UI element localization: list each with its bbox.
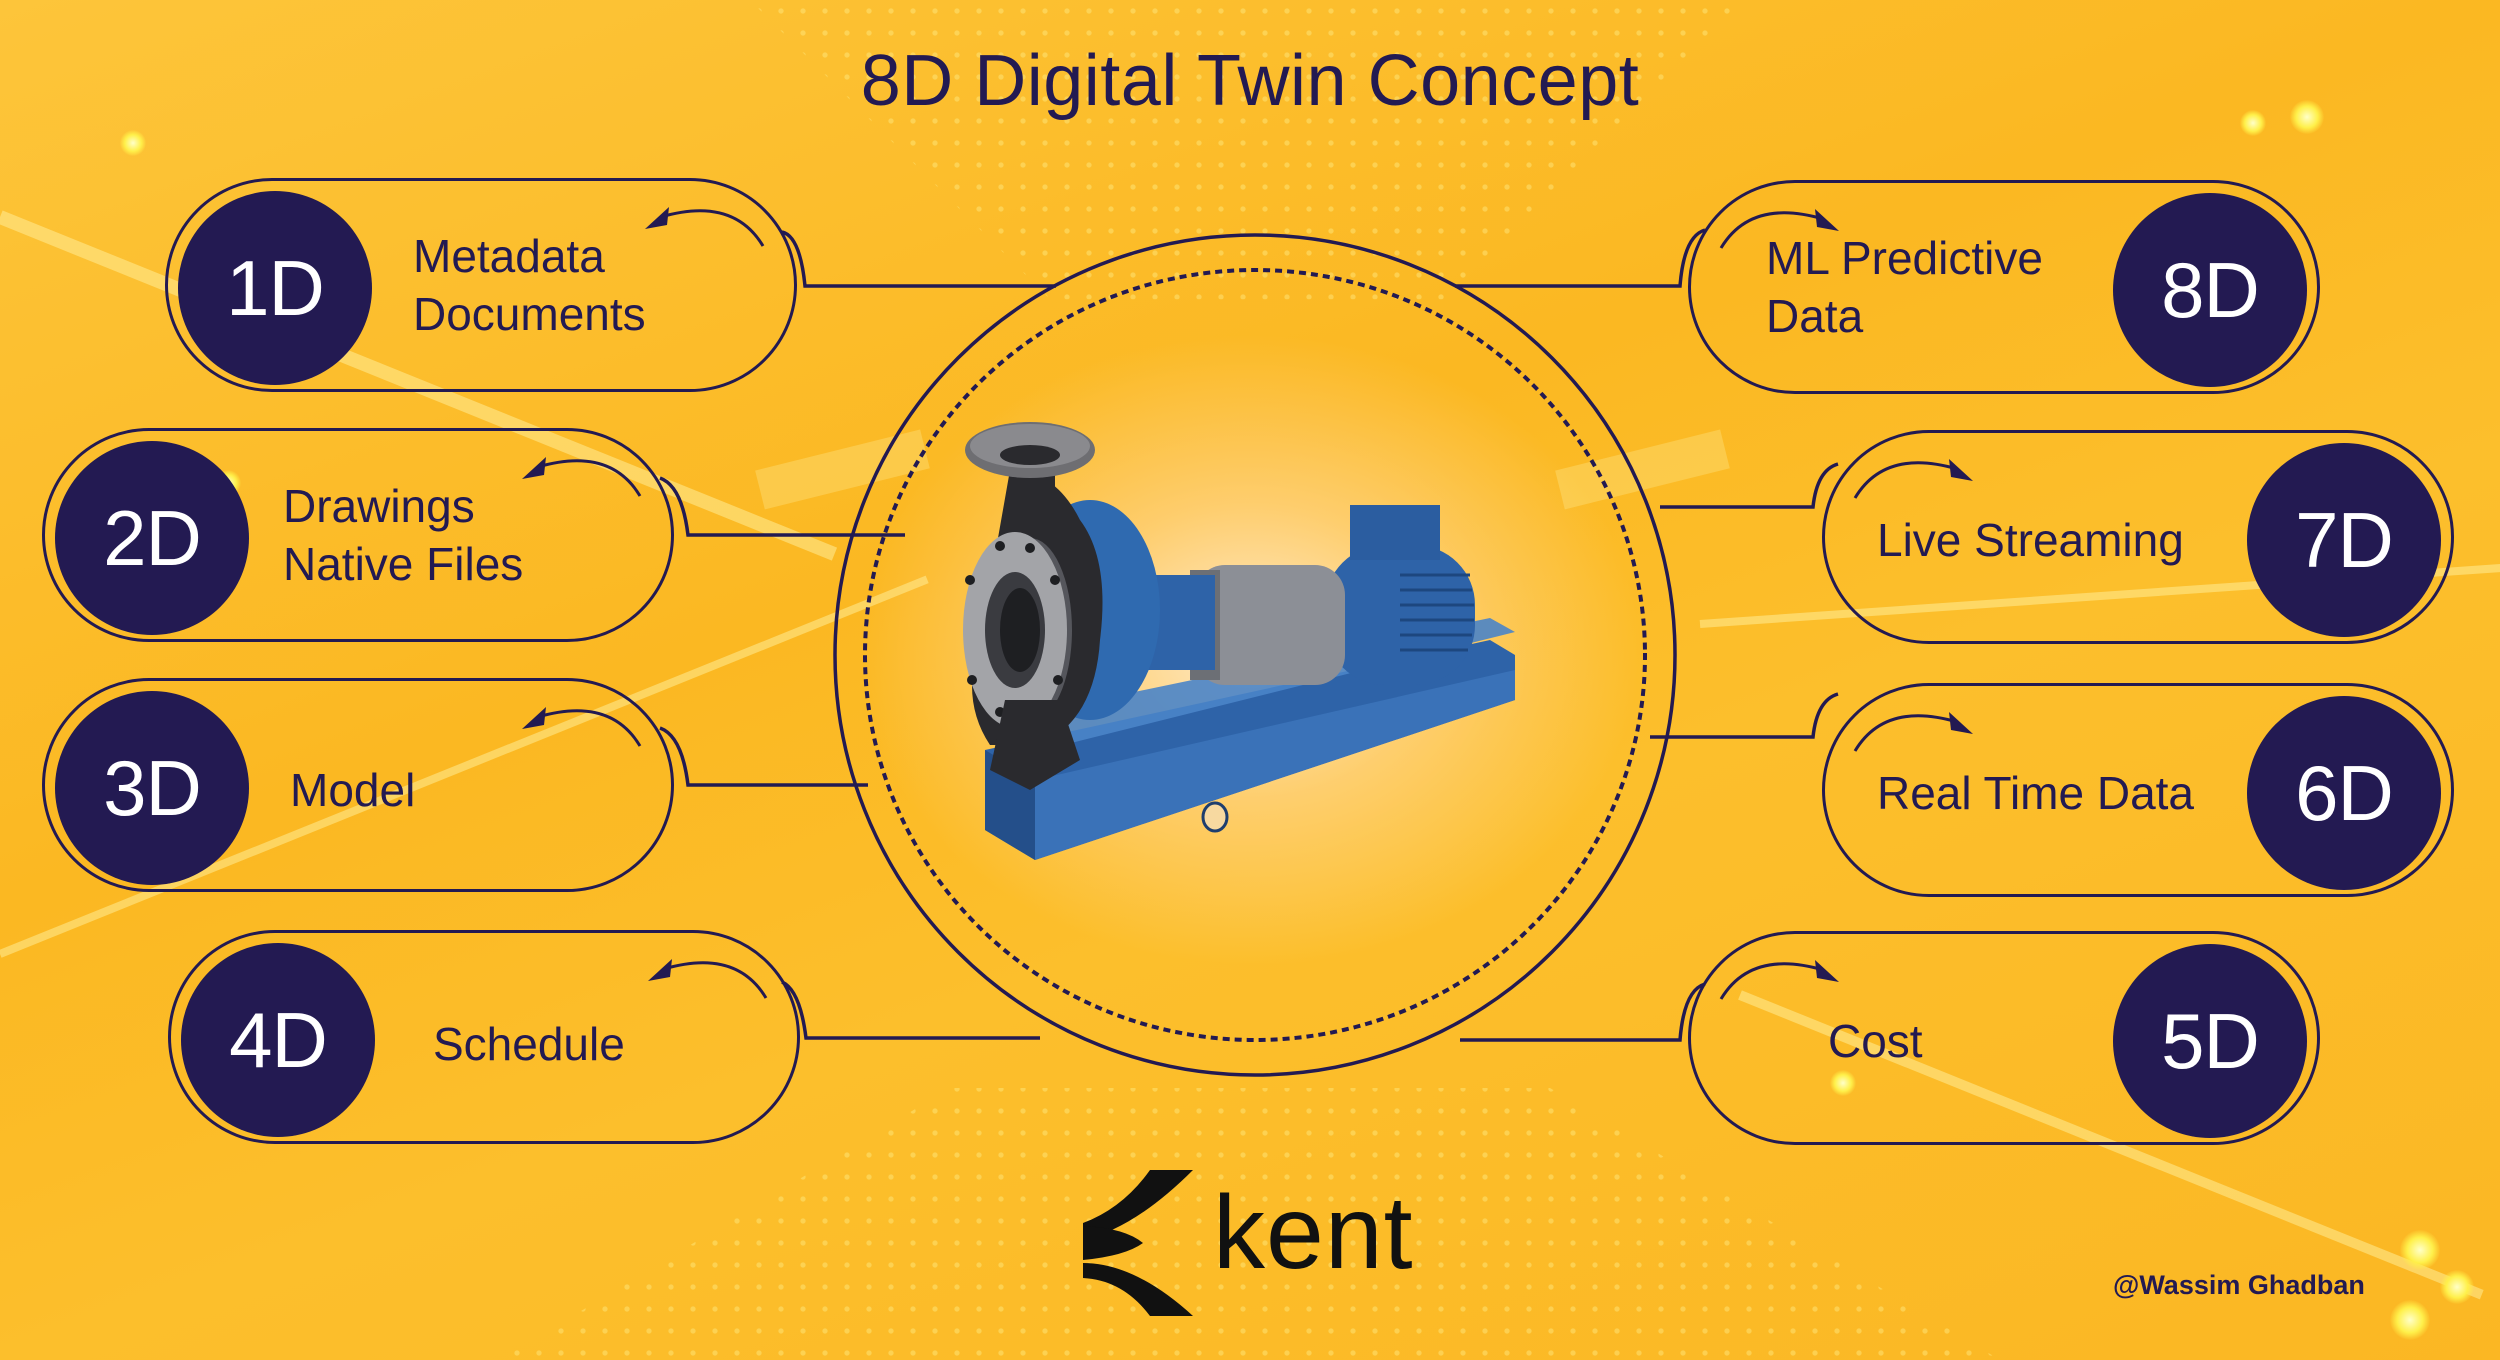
- label-5d: Cost: [1828, 1015, 1923, 1067]
- dimension-pill-5d[interactable]: Cost 5D: [1688, 931, 2320, 1145]
- badge-7d: 7D: [2247, 443, 2441, 637]
- curved-arrow-right-icon: [1853, 712, 1973, 752]
- glow-dot: [2240, 110, 2266, 136]
- pump-illustration: [963, 422, 1515, 860]
- dimension-pill-7d[interactable]: Live Streaming 7D: [1822, 430, 2454, 644]
- glow-dot: [2440, 1270, 2474, 1304]
- dimension-pill-1d[interactable]: 1D Metadata Documents: [165, 178, 797, 392]
- kent-wordmark: kent: [1213, 1175, 1414, 1291]
- dimension-pill-3d[interactable]: 3D Model: [42, 678, 674, 892]
- badge-3d: 3D: [55, 691, 249, 885]
- glow-dot: [2400, 1230, 2440, 1270]
- connector-7d: [1660, 462, 1839, 509]
- label-6d: Real Time Data: [1877, 767, 2195, 819]
- curved-arrow-left-icon: [522, 457, 642, 497]
- inner-dotted-ring: [863, 268, 1647, 1042]
- curved-arrow-right-icon: [1719, 209, 1839, 249]
- glow-dot: [120, 130, 146, 156]
- dimension-pill-4d[interactable]: 4D Schedule: [168, 930, 800, 1144]
- curved-arrow-left-icon: [648, 959, 768, 999]
- author-credit: @Wassim Ghadban: [2113, 1270, 2365, 1300]
- label-8d: ML Predictive Data: [1766, 232, 2043, 342]
- glow-dot: [1830, 1070, 1856, 1096]
- kent-k-mark-icon: [1083, 1170, 1193, 1316]
- badge-5d: 5D: [2113, 944, 2307, 1138]
- curved-arrow-right-icon: [1853, 459, 1973, 499]
- badge-8d: 8D: [2113, 193, 2307, 387]
- connector-6d: [1650, 692, 1839, 739]
- dimension-pill-2d[interactable]: 2D Drawings Native Files: [42, 428, 674, 642]
- connector-3d: [659, 726, 868, 787]
- connector-2d: [659, 476, 905, 537]
- label-3d: Model: [290, 764, 416, 816]
- dimension-pill-8d[interactable]: ML Predictive Data 8D: [1688, 180, 2320, 394]
- connector-8d: [1455, 228, 1706, 288]
- curved-arrow-left-icon: [522, 707, 642, 747]
- badge-2d: 2D: [55, 441, 249, 635]
- curved-arrow-right-icon: [1719, 960, 1839, 1000]
- outer-ring: [833, 233, 1677, 1077]
- label-1d: Metadata Documents: [413, 230, 646, 340]
- glow-dot: [2290, 100, 2324, 134]
- label-4d: Schedule: [433, 1018, 625, 1070]
- kent-logo: kent: [1075, 1168, 1435, 1318]
- curved-arrow-left-icon: [645, 207, 765, 247]
- glow-dot: [2390, 1300, 2430, 1340]
- badge-4d: 4D: [181, 943, 375, 1137]
- badge-6d: 6D: [2247, 696, 2441, 890]
- label-2d: Drawings Native Files: [283, 480, 524, 590]
- connector-1d: [781, 230, 1056, 288]
- dimension-pill-6d[interactable]: Real Time Data 6D: [1822, 683, 2454, 897]
- label-7d: Live Streaming: [1877, 514, 2184, 566]
- connector-5d: [1460, 982, 1706, 1042]
- badge-1d: 1D: [178, 191, 372, 385]
- page-title: 8D Digital Twin Concept: [860, 41, 1640, 121]
